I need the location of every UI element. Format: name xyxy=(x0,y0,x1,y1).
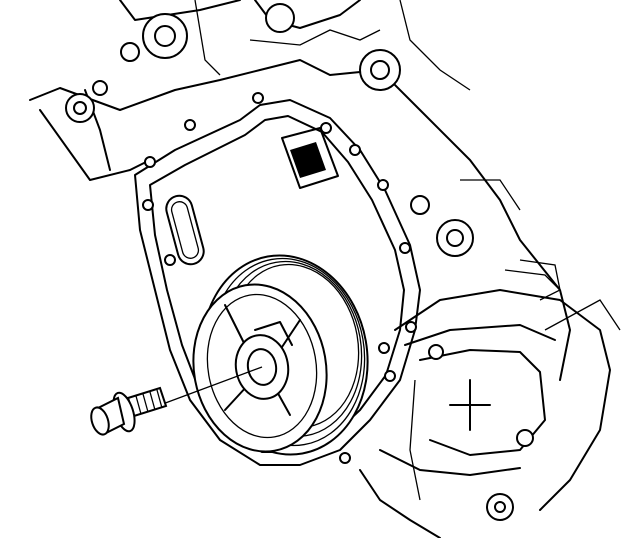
cover-label xyxy=(281,127,339,189)
crankshaft-balancer xyxy=(192,254,369,456)
balancer-bolt xyxy=(90,366,263,436)
lower-right-structure xyxy=(359,269,621,538)
engine-block-outline xyxy=(29,0,571,381)
upper-bosses xyxy=(65,3,474,257)
front-cover xyxy=(134,92,421,466)
